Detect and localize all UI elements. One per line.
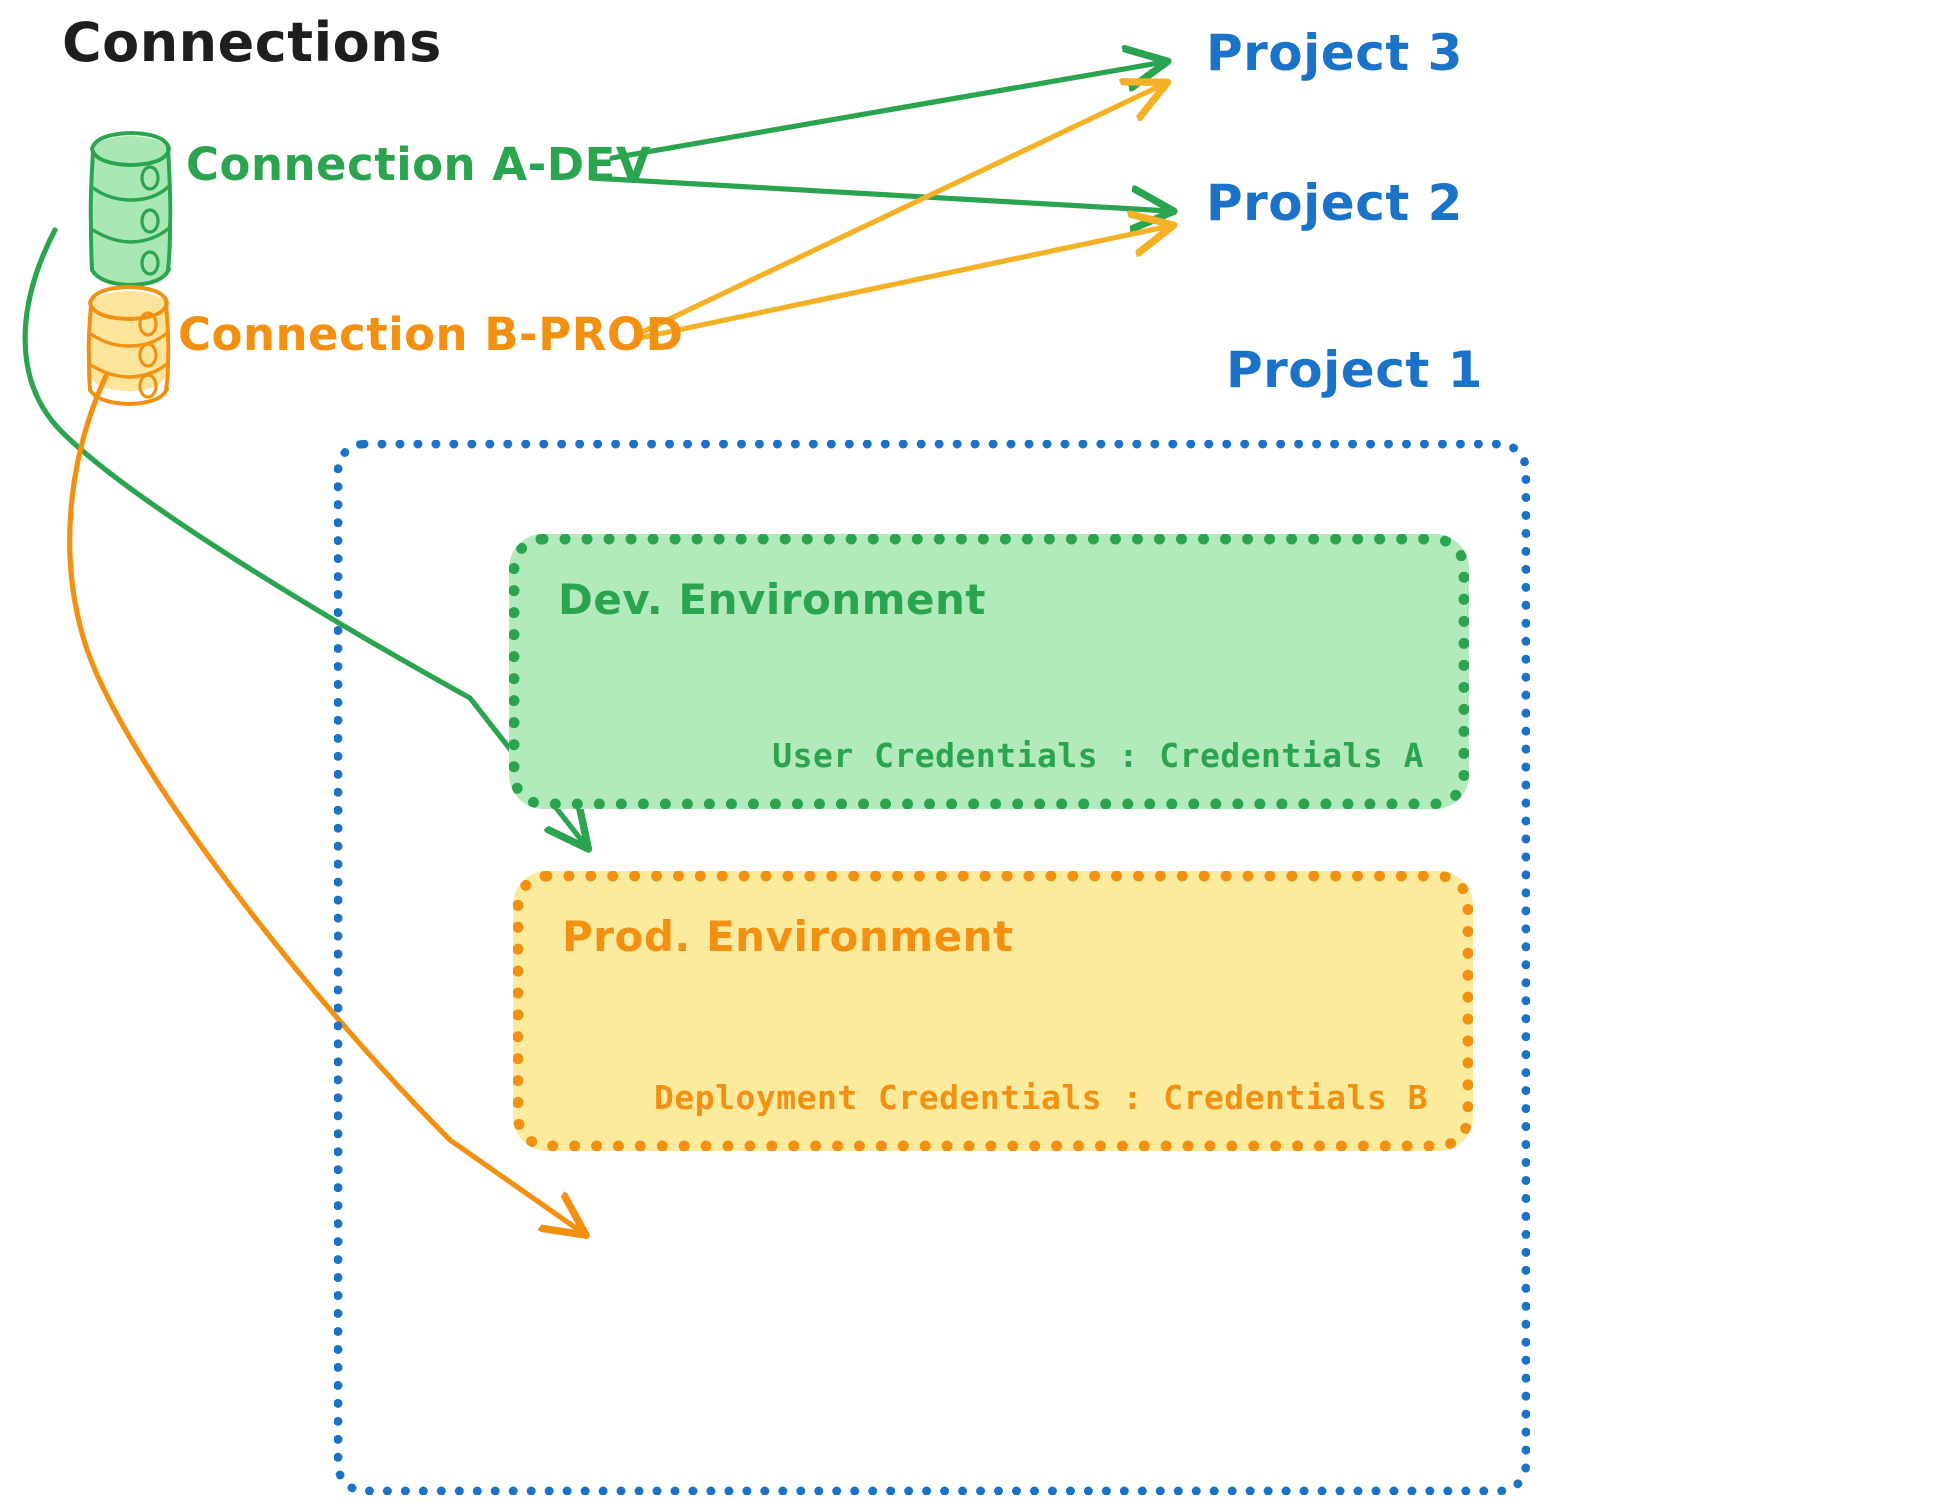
project-label-1[interactable]: Project 1	[1226, 341, 1483, 399]
dev-environment-title: Dev. Environment	[558, 575, 986, 624]
edge-a-dev-to-project-2	[589, 175, 1170, 211]
dev-environment-credentials: User Credentials : Credentials A	[772, 736, 1424, 775]
prod-environment-credentials: Deployment Credentials : Credentials B	[654, 1078, 1428, 1117]
database-icon-connection-a-dev[interactable]	[88, 131, 173, 288]
edge-b-prod-to-project-2	[637, 226, 1170, 341]
database-icon-connection-b-prod[interactable]	[86, 285, 171, 407]
project-label-3[interactable]: Project 3	[1206, 24, 1463, 82]
edge-a-dev-to-project-3	[609, 62, 1164, 161]
edge-b-prod-to-project-3	[637, 84, 1164, 336]
page-title: Connections	[62, 11, 442, 74]
prod-environment-box[interactable]: Prod. Environment Deployment Credentials…	[513, 871, 1473, 1151]
project-1-container: Dev. Environment User Credentials : Cred…	[334, 440, 1530, 1495]
prod-environment-title: Prod. Environment	[562, 912, 1014, 961]
dev-environment-box[interactable]: Dev. Environment User Credentials : Cred…	[509, 534, 1469, 809]
connection-label-a-dev[interactable]: Connection A-DEV	[186, 138, 652, 191]
project-label-2[interactable]: Project 2	[1206, 174, 1463, 232]
connection-label-b-prod[interactable]: Connection B-PROD	[178, 308, 684, 361]
